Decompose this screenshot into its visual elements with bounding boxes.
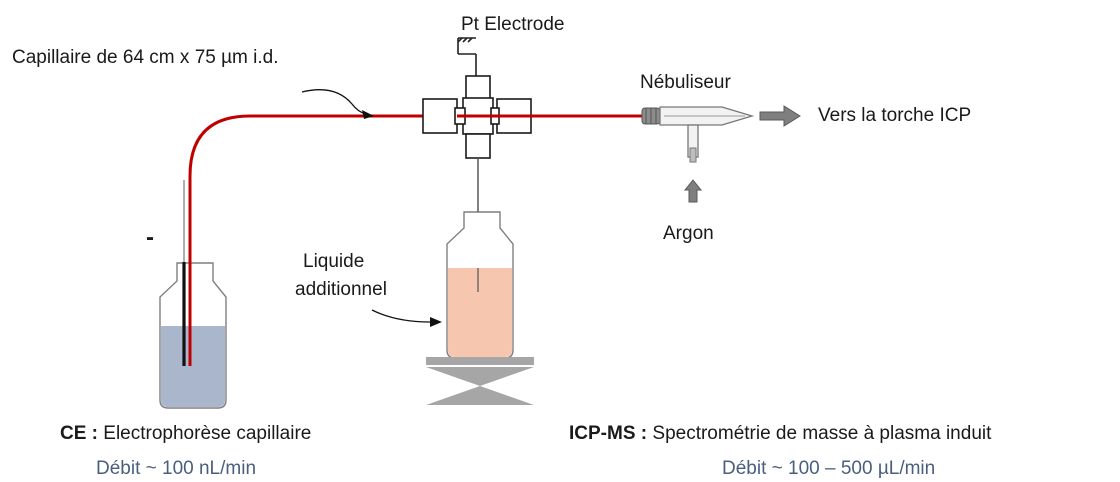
icpms-name: Spectrométrie de masse à plasma induit <box>652 423 992 444</box>
ce-title: CE : Electrophorèse capillaire <box>60 424 311 443</box>
ce-flow-rate: Débit ~ 100 nL/min <box>96 458 257 479</box>
ce-buffer-vial <box>159 180 227 409</box>
liquide-leader <box>371 309 442 327</box>
torch-arrow <box>759 105 801 127</box>
nebuliser <box>641 106 755 163</box>
argon-arrow <box>683 179 703 203</box>
argon-label: Argon <box>663 223 714 244</box>
ground-symbol <box>457 37 477 76</box>
nebuliseur-label: Nébuliseur <box>640 72 731 93</box>
ce-liquid <box>161 326 225 407</box>
lab-jack-stand <box>426 357 534 405</box>
capillary <box>188 114 642 366</box>
ce-abbr: CE : <box>60 423 98 444</box>
cathode-minus-sign: - <box>146 224 154 251</box>
additional-liquid-vial <box>446 211 514 359</box>
ce-name: Electrophorèse capillaire <box>103 423 312 444</box>
icpms-abbr: ICP-MS : <box>569 423 648 444</box>
pt-electrode-label: Pt Electrode <box>461 14 565 35</box>
torch-label: Vers la torche ICP <box>818 105 972 126</box>
liquide-label-line2: additionnel <box>295 279 387 300</box>
liquide-label-line1: Liquide <box>303 251 365 272</box>
capillary-label: Capillaire de 64 cm x 75 µm i.d. <box>12 47 279 68</box>
capillary-leader <box>301 89 374 119</box>
additional-liquid <box>448 268 512 357</box>
icpms-flow-rate: Débit ~ 100 – 500 µL/min <box>722 458 936 479</box>
icpms-title: ICP-MS : Spectrométrie de masse à plasma… <box>569 424 991 443</box>
